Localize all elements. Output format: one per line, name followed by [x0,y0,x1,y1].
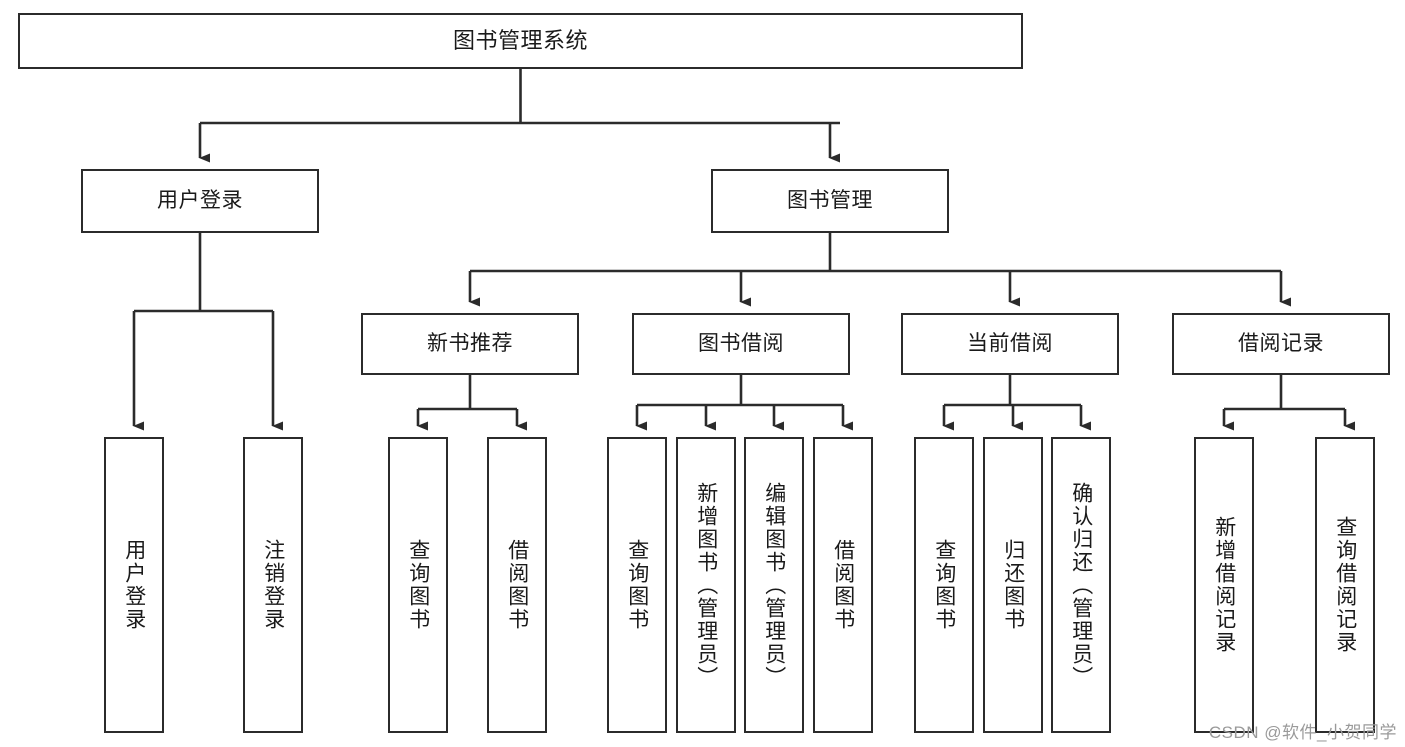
node-label: 图书借阅 [698,331,784,355]
node-root-book-management-system[interactable]: 图书管理系统 [18,13,1023,69]
node-leaf-user-login[interactable]: 用户登录 [104,437,164,733]
node-leaf-query-book-2[interactable]: 查询图书 [607,437,667,733]
node-book-manage[interactable]: 图书管理 [711,169,949,233]
node-label: 新书推荐 [427,331,513,355]
node-new-book-recommend[interactable]: 新书推荐 [361,313,579,375]
node-label: 编辑图书（管理员） [762,481,786,689]
node-label: 图书管理 [787,188,873,212]
node-label: 确认归还（管理员） [1069,481,1093,689]
node-label: 查询图书 [406,539,430,631]
node-leaf-confirm-return-admin[interactable]: 确认归还（管理员） [1051,437,1111,733]
node-leaf-add-borrow-record[interactable]: 新增借阅记录 [1194,437,1254,733]
node-leaf-query-book-1[interactable]: 查询图书 [388,437,448,733]
node-label: 用户登录 [157,188,243,212]
node-label: 图书管理系统 [452,28,588,54]
node-label: 新增图书（管理员） [694,481,718,689]
node-leaf-query-borrow-record[interactable]: 查询借阅记录 [1315,437,1375,733]
node-leaf-borrow-book-2[interactable]: 借阅图书 [813,437,873,733]
node-current-borrow[interactable]: 当前借阅 [901,313,1119,375]
node-leaf-edit-book-admin[interactable]: 编辑图书（管理员） [744,437,804,733]
node-label: 用户登录 [122,539,146,631]
node-label: 注销登录 [261,539,285,631]
node-leaf-logout-login[interactable]: 注销登录 [243,437,303,733]
node-borrow-record[interactable]: 借阅记录 [1172,313,1390,375]
node-leaf-query-book-3[interactable]: 查询图书 [914,437,974,733]
node-leaf-borrow-book-1[interactable]: 借阅图书 [487,437,547,733]
node-book-borrow[interactable]: 图书借阅 [632,313,850,375]
node-label: 借阅图书 [505,539,529,631]
node-label: 新增借阅记录 [1212,516,1236,654]
node-label: 查询图书 [932,539,956,631]
node-label: 借阅记录 [1238,331,1324,355]
node-label: 当前借阅 [967,331,1053,355]
node-label: 借阅图书 [831,539,855,631]
node-label: 查询借阅记录 [1333,516,1357,654]
node-label: 查询图书 [625,539,649,631]
node-leaf-return-book[interactable]: 归还图书 [983,437,1043,733]
csdn-watermark: CSDN @软件_小贺同学 [1208,723,1397,742]
node-leaf-add-book-admin[interactable]: 新增图书（管理员） [676,437,736,733]
node-label: 归还图书 [1001,539,1025,631]
node-user-login[interactable]: 用户登录 [81,169,319,233]
